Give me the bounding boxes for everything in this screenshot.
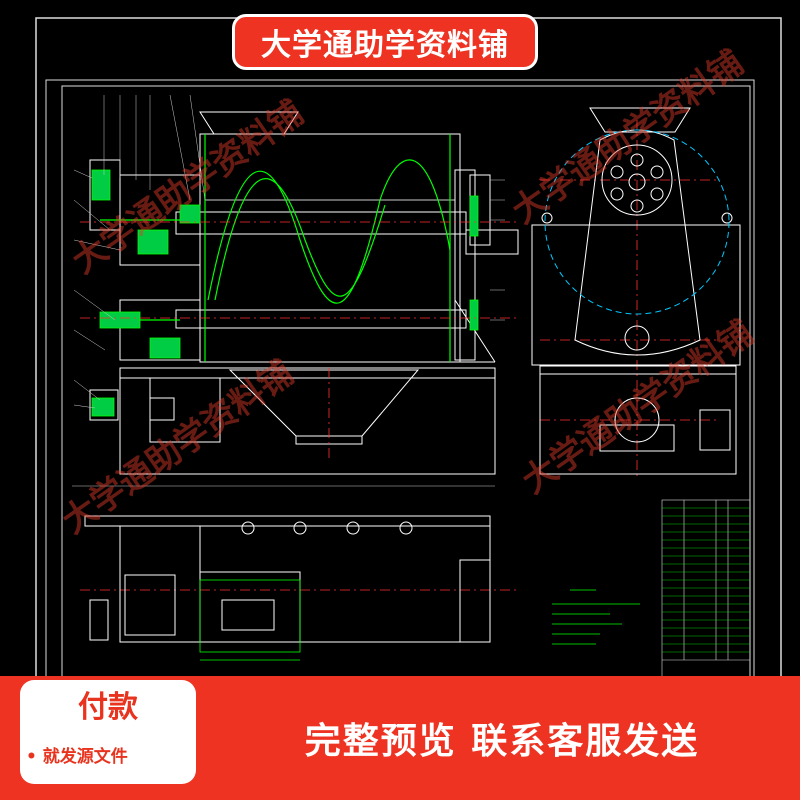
screw-spiral [100,134,451,362]
rotor-path-circle [544,129,730,315]
payment-card[interactable] [20,680,196,784]
bottom-view [84,515,491,643]
gear-parts [91,169,479,417]
payment-subtitle: • 就发源文件 [26,747,128,767]
front-view [89,111,519,475]
footer-text: 完整预览 联系客服发送 [304,721,700,762]
title-block [661,499,751,681]
shop-banner: 大学通助学资料铺 [232,14,538,70]
payment-title: 付款 [78,690,138,725]
